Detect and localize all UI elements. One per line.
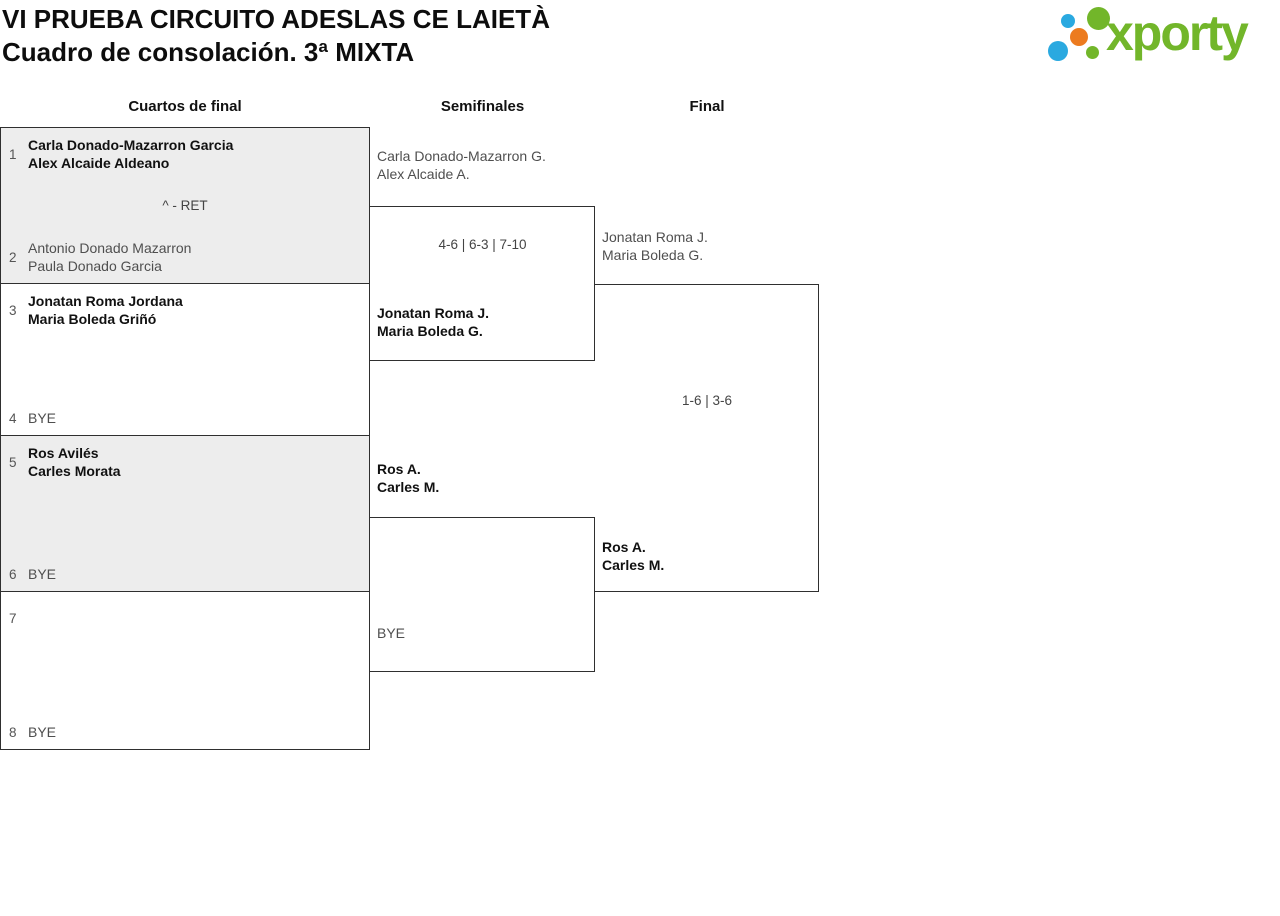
match-box-qf4: 7 8 BYE: [1, 592, 369, 749]
logo-wordmark: xporty: [1106, 5, 1249, 61]
seed-number: 4: [9, 410, 17, 426]
match-box-final: [595, 284, 819, 592]
match-box-qf3: 5 Ros Avilés Carles Morata 6 BYE: [1, 436, 369, 592]
team-names: Antonio Donado Mazarron Paula Donado Gar…: [28, 239, 191, 275]
player-name: Maria Boleda G.: [602, 247, 704, 263]
player-name: Antonio Donado Mazarron: [28, 240, 192, 256]
team-slot: 3 Jonatan Roma Jordana Maria Boleda Griñ…: [9, 292, 361, 328]
xporty-logo[interactable]: xporty: [1048, 2, 1280, 68]
match-box-sf1: [370, 206, 595, 361]
tournament-title: VI PRUEBA CIRCUITO ADESLAS CE LAIETÀ: [2, 4, 550, 34]
team-names: Jonatan Roma J. Maria Boleda G.: [602, 228, 708, 264]
player-name: Carla Donado-Mazarron G.: [377, 148, 546, 164]
seed-number: 5: [9, 454, 17, 470]
bye-label: BYE: [377, 625, 406, 641]
match-score: ^ - RET: [162, 198, 208, 213]
seed-number: 6: [9, 566, 17, 582]
player-name: Jonatan Roma Jordana: [28, 293, 183, 309]
player-name: Alex Alcaide Aldeano: [28, 155, 170, 171]
round-header-final: Final: [689, 98, 725, 115]
player-name: Maria Boleda G.: [377, 323, 483, 339]
bye-label: BYE: [28, 410, 57, 426]
team-names: Jonatan Roma Jordana Maria Boleda Griñó: [28, 292, 183, 328]
match-box-sf2: [370, 517, 595, 672]
player-name: Jonatan Roma J.: [377, 305, 490, 321]
seed-number: 3: [9, 302, 17, 318]
team-slot: 5 Ros Avilés Carles Morata: [9, 444, 361, 480]
draw-subtitle: Cuadro de consolación. 3ª MIXTA: [2, 37, 415, 67]
player-name: Paula Donado Garcia: [28, 258, 162, 274]
logo-dot-green-large-icon: [1087, 7, 1110, 30]
match-score: 1-6 | 3-6: [681, 393, 733, 408]
player-name: Ros A.: [377, 461, 421, 477]
round-header-semifinales: Semifinales: [440, 98, 525, 115]
logo-dot-green-small-icon: [1086, 46, 1099, 59]
player-name: Maria Boleda Griñó: [28, 311, 157, 327]
player-name: Carles Morata: [28, 463, 121, 479]
seed-number: 2: [9, 249, 17, 265]
seed-number: 7: [9, 610, 17, 626]
player-name: Jonatan Roma J.: [602, 229, 708, 245]
team-names: Carla Donado-Mazarron G. Alex Alcaide A.: [377, 147, 546, 183]
page-title: VI PRUEBA CIRCUITO ADESLAS CE LAIETÀ Cua…: [2, 3, 550, 69]
match-box-qf1: 1 Carla Donado-Mazarron Garcia Alex Alca…: [1, 128, 369, 284]
team-names: Ros A. Carles M.: [377, 460, 439, 496]
player-name: Carles M.: [602, 557, 665, 573]
player-name: Carla Donado-Mazarron Garcia: [28, 137, 234, 153]
team-names: Carla Donado-Mazarron Garcia Alex Alcaid…: [28, 136, 233, 172]
team-slot: 7: [9, 600, 361, 636]
player-name: Alex Alcaide A.: [377, 166, 470, 182]
team-slot: 2 Antonio Donado Mazarron Paula Donado G…: [9, 239, 361, 275]
player-name: Carles M.: [377, 479, 440, 495]
team-names: Ros A. Carles M.: [602, 538, 664, 574]
logo-dot-blue-small-icon: [1061, 14, 1075, 28]
match-score: 4-6 | 6-3 | 7-10: [438, 237, 527, 252]
team-slot: 1 Carla Donado-Mazarron Garcia Alex Alca…: [9, 136, 361, 172]
round-header-cuartos: Cuartos de final: [128, 98, 242, 115]
seed-number: 1: [9, 146, 17, 162]
team-slot: 8 BYE: [9, 723, 361, 741]
team-slot: 6 BYE: [9, 565, 361, 583]
match-box-qf2: 3 Jonatan Roma Jordana Maria Boleda Griñ…: [1, 284, 369, 436]
bye-label: BYE: [28, 566, 57, 582]
player-name: Ros Avilés: [28, 445, 99, 461]
player-name: Ros A.: [602, 539, 646, 555]
logo-dot-orange-icon: [1070, 28, 1088, 46]
team-names: Ros Avilés Carles Morata: [28, 444, 121, 480]
quarterfinals-column: 1 Carla Donado-Mazarron Garcia Alex Alca…: [0, 127, 370, 750]
logo-dot-blue-large-icon: [1048, 41, 1068, 61]
seed-number: 8: [9, 724, 17, 740]
team-slot: 4 BYE: [9, 409, 361, 427]
team-names: Jonatan Roma J. Maria Boleda G.: [377, 304, 489, 340]
bye-label: BYE: [28, 724, 57, 740]
